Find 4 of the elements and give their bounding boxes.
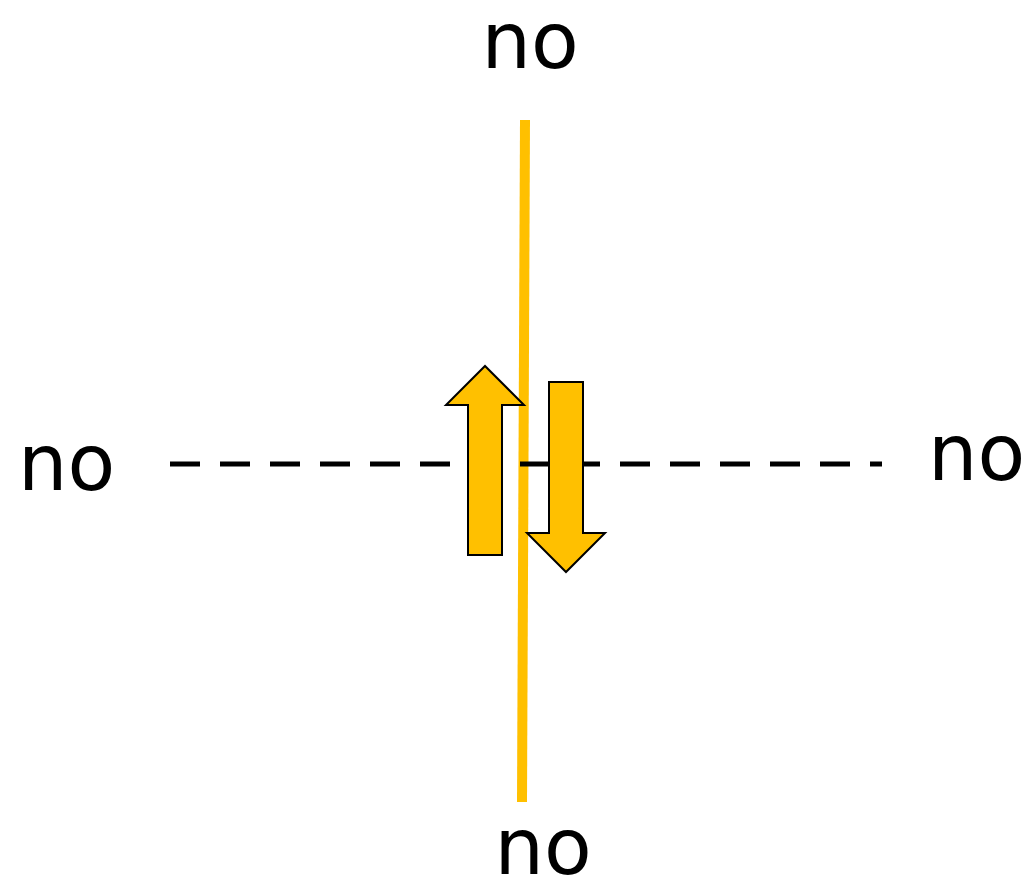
label-text: no [928,414,1026,492]
label-text: no [494,808,592,880]
label-text: no [18,424,116,502]
label-text: no [481,2,579,80]
